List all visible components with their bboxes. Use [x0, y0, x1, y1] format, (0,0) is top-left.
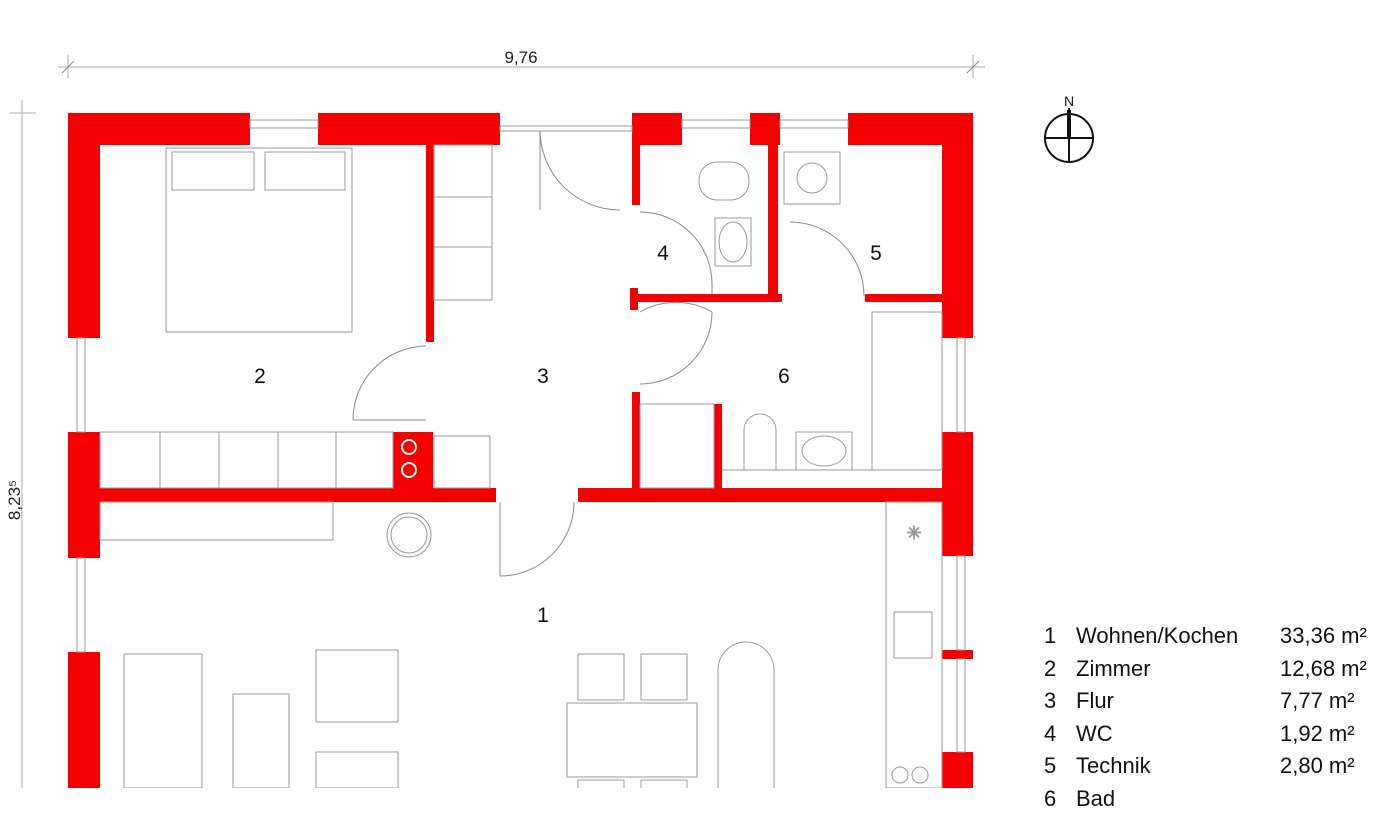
legend-name: Zimmer [1076, 656, 1280, 682]
legend-area: 7,77 m² [1280, 688, 1355, 714]
furniture: ✳ [100, 145, 942, 788]
legend-name: Flur [1076, 688, 1280, 714]
legend-num: 6 [1044, 786, 1076, 812]
legend-area: 1,92 m² [1280, 721, 1355, 747]
room-label-4: 4 [657, 242, 669, 265]
legend-num: 5 [1044, 753, 1076, 779]
legend-name: Wohnen/Kochen [1076, 623, 1280, 649]
legend-name: Technik [1076, 753, 1280, 779]
legend-num: 1 [1044, 623, 1076, 649]
windows [77, 120, 965, 752]
legend-area: 33,36 m² [1280, 623, 1367, 649]
north-compass-icon: N [1045, 93, 1093, 162]
room-label-1: 1 [537, 604, 549, 627]
room-label-6: 6 [778, 365, 790, 388]
width-dimension-label: 9,76 [504, 48, 537, 67]
room-label-3: 3 [537, 365, 549, 388]
room-label-2: 2 [254, 365, 266, 388]
walls [68, 113, 973, 788]
legend-num: 3 [1044, 688, 1076, 714]
width-dimension: 9,76 [58, 48, 985, 78]
legend-area: 12,68 m² [1280, 656, 1367, 682]
legend-area: 2,80 m² [1280, 753, 1355, 779]
height-dimension-label: 8,23⁵ [5, 480, 24, 520]
legend-num: 4 [1044, 721, 1076, 747]
compass-north-label: N [1064, 93, 1074, 109]
legend-name: Bad [1076, 786, 1280, 812]
legend-name: WC [1076, 721, 1280, 747]
legend-num: 2 [1044, 656, 1076, 682]
height-dimension: 8,23⁵ [5, 100, 36, 788]
svg-text:✳: ✳ [906, 523, 921, 543]
room-label-5: 5 [870, 242, 882, 265]
